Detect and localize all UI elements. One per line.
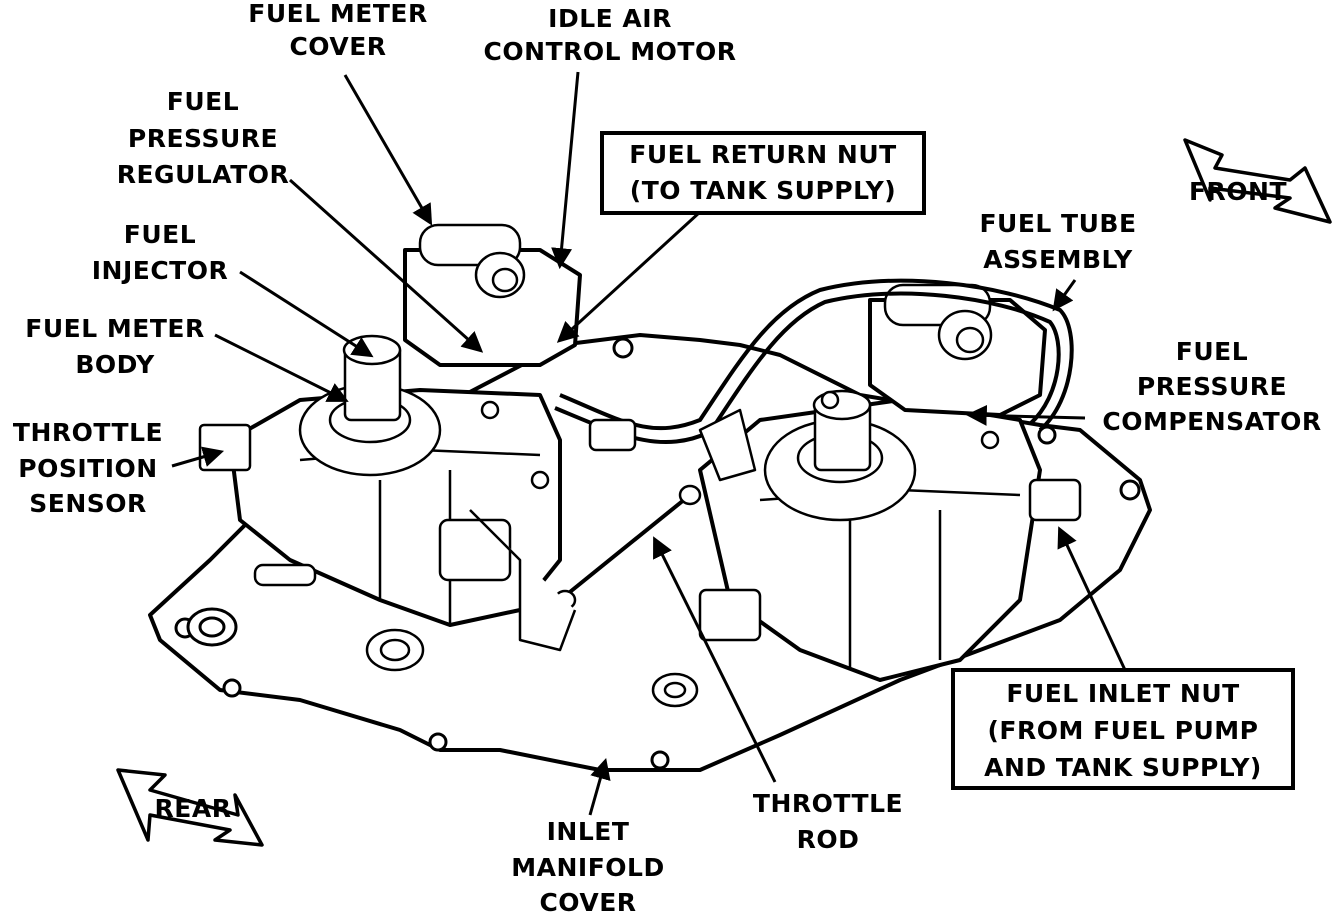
label-fuel-pressure-compensator-3: COMPENSATOR [1102,407,1321,436]
label-fuel-meter-body-1: FUEL METER [25,314,204,343]
leader-throttle-position-sensor [171,446,225,468]
leader-fuel-meter-body [214,333,349,402]
label-fuel-inlet-nut-2: (FROM FUEL PUMP [987,716,1258,745]
label-fuel-return-nut-1: FUEL RETURN NUT [629,140,896,169]
label-fuel-meter-cover-1: FUEL METER [248,0,427,28]
fuel-inlet-nut-box [951,668,1295,790]
leader-inlet-manifold-cover [588,757,611,816]
label-fuel-tube-assembly-2: ASSEMBLY [983,245,1133,274]
leader-throttle-rod [653,536,777,783]
label-fuel-inlet-nut-1: FUEL INLET NUT [1006,679,1239,708]
label-fuel-meter-cover-2: COVER [289,32,386,61]
label-fuel-meter-body-2: BODY [75,350,155,379]
leader-lines [171,71,1127,816]
label-fuel-return-nut-2: (TO TANK SUPPLY) [630,176,896,205]
label-fuel-tube-assembly-1: FUEL TUBE [979,209,1136,238]
leader-fuel-pressure-regulator [288,178,484,353]
rear-direction-arrow [116,768,264,847]
leader-fuel-return-nut [556,210,702,343]
leader-fuel-inlet-nut [1057,526,1127,671]
leader-fuel-pressure-compensator [965,404,1086,426]
leader-fuel-tube-assembly [1052,279,1077,312]
label-fuel-injector-2: INJECTOR [92,256,229,285]
label-fuel-pressure-regulator-2: PRESSURE [128,124,278,153]
label-fuel-injector-1: FUEL [124,220,196,249]
label-fuel-pressure-regulator-3: REGULATOR [117,160,290,189]
label-inlet-manifold-cover-3: COVER [539,888,636,916]
leader-fuel-meter-cover [343,74,433,226]
label-fuel-inlet-nut-3: AND TANK SUPPLY) [984,753,1262,782]
label-idle-air-1: IDLE AIR [548,4,672,33]
label-throttle-rod-2: ROD [797,825,860,854]
label-throttle-position-sensor-3: SENSOR [29,489,147,518]
fuel-return-nut-box [600,131,926,215]
leader-fuel-injector [239,270,374,358]
left-throttle-body [198,223,582,627]
label-throttle-rod-1: THROTTLE [753,789,903,818]
label-fuel-pressure-regulator-1: FUEL [167,87,239,116]
label-front: FRONT [1189,177,1287,206]
leader-idle-air-control-motor [551,71,580,270]
label-fuel-pressure-compensator-2: PRESSURE [1137,372,1287,401]
label-inlet-manifold-cover-2: MANIFOLD [511,853,664,882]
label-rear: REAR [155,794,232,823]
label-inlet-manifold-cover-1: INLET [547,817,630,846]
label-fuel-pressure-compensator-1: FUEL [1176,337,1248,366]
right-throttle-body [698,283,1082,682]
front-direction-arrow [1183,138,1332,224]
fuel-tube-assembly [554,278,1074,452]
throttle-rod [469,408,757,652]
label-throttle-position-sensor-2: POSITION [18,454,157,483]
label-idle-air-2: CONTROL MOTOR [484,37,737,66]
label-throttle-position-sensor-1: THROTTLE [13,418,163,447]
